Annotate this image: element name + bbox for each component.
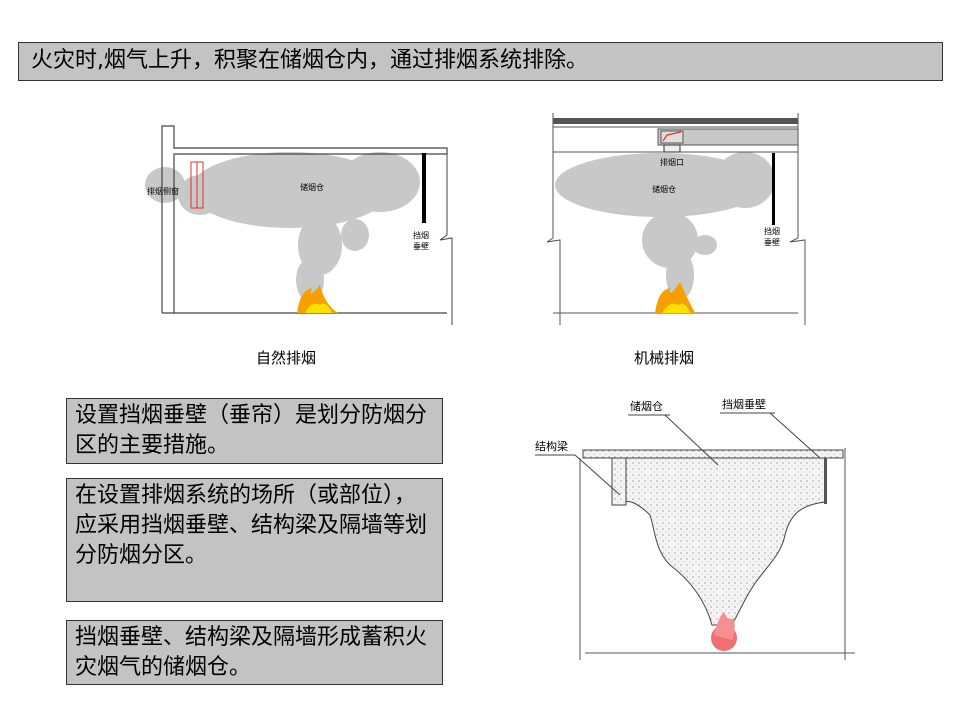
structural-beam: [611, 457, 627, 506]
smoke-cloud: [145, 152, 420, 302]
smoke-reservoir: [625, 457, 826, 626]
caption-natural: 自然排烟: [256, 349, 317, 367]
smoke-outlet: [663, 144, 681, 153]
duct: [657, 128, 799, 146]
svg-text:垂壁: 垂壁: [413, 241, 429, 251]
point-1: 设置挡烟垂壁（垂帘）是划分防烟分区的主要措施。: [66, 398, 443, 464]
label-outlet: 排烟口: [660, 157, 684, 167]
label-curtain: 挡烟: [764, 226, 780, 236]
label-reservoir: 储烟仓: [300, 182, 324, 192]
label-beam: 结构梁: [535, 439, 568, 453]
mechanical-smoke-diagram: 排烟口 储烟仓 挡烟 垂壁: [546, 113, 806, 325]
point-2: 在设置排烟系统的场所（或部位），应采用挡烟垂壁、结构梁及隔墙等划分防烟分区。: [66, 478, 443, 602]
fire-icon: [655, 282, 695, 313]
smoke-curtain: [772, 153, 775, 225]
wall: [161, 125, 448, 313]
svg-text:垂壁: 垂壁: [764, 237, 780, 247]
smoke-cloud: [555, 152, 775, 300]
label-reservoir: 储烟仓: [652, 184, 676, 194]
natural-smoke-diagram: 排烟侧窗 储烟仓 挡烟 垂壁: [145, 125, 453, 325]
label-curtain: 挡烟: [413, 230, 429, 240]
fire-icon: [711, 612, 737, 651]
point-3: 挡烟垂壁、结构梁及隔墙形成蓄积火灾烟气的储烟仓。: [66, 620, 443, 685]
fire-icon: [297, 285, 338, 313]
label-smoke-window: 排烟侧窗: [147, 186, 179, 196]
slab: [582, 449, 844, 459]
caption-mechanical: 机械排烟: [634, 349, 695, 367]
section-diagram: 储烟仓 挡烟垂壁 结构梁: [535, 397, 855, 660]
smoke-curtain: [422, 153, 426, 223]
label-curtain: 挡烟垂壁: [722, 397, 766, 411]
label-reservoir: 储烟仓: [630, 399, 663, 413]
smoke-curtain: [824, 458, 827, 504]
slide-title: 火灾时,烟气上升，积聚在储烟仓内，通过排烟系统排除。: [18, 42, 943, 81]
